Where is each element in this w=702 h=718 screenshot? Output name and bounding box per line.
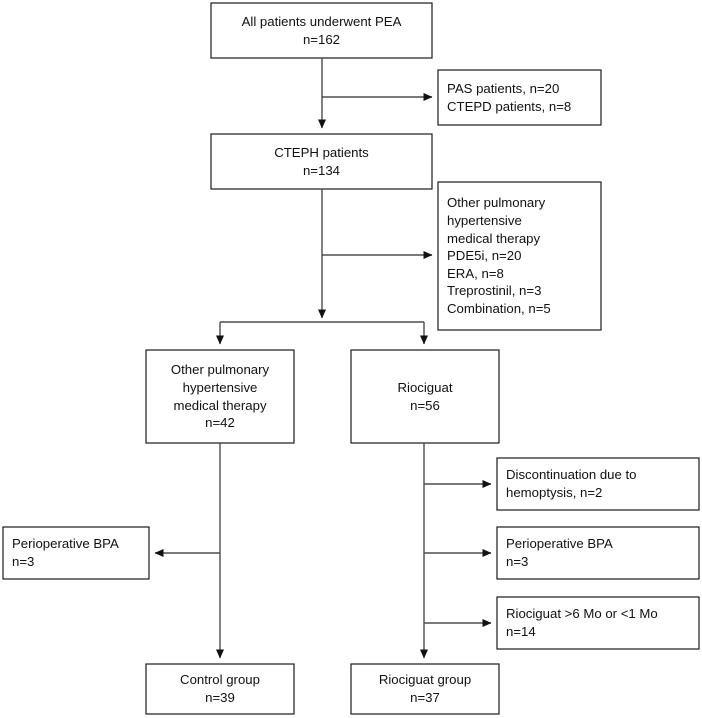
node-riociguat-duration-label: Riociguat >6 Mo or <1 Mo n=14 <box>506 606 658 639</box>
node-all-patients-box <box>210 2 433 59</box>
node-discontinuation-hemoptysis-box <box>496 457 700 511</box>
node-control-group-label: Control group n=39 <box>180 672 260 705</box>
node-perioperative-bpa-right-label: Perioperative BPA n=3 <box>506 536 613 569</box>
node-discontinuation-hemoptysis-label: Discontinuation due to hemoptysis, n=2 <box>506 467 637 500</box>
node-perioperative-bpa-left-box <box>2 526 150 580</box>
node-excluded-pas-ctepd-label: PAS patients, n=20 CTEPD patients, n=8 <box>447 80 572 114</box>
node-riociguat-group-box <box>350 349 500 444</box>
node-cteph-patients-box <box>210 133 433 190</box>
node-other-therapy-group-label: Other pulmonary hypertensive medical the… <box>170 362 270 431</box>
node-perioperative-bpa-right-box <box>496 526 700 580</box>
node-other-therapy-detail-box <box>437 181 602 331</box>
node-all-patients-label: All patients underwent PEA n=162 <box>241 13 402 47</box>
node-riociguat-duration-box <box>496 596 700 650</box>
node-other-therapy-group-box <box>145 349 295 444</box>
node-riociguat-final-group-box <box>350 663 500 715</box>
node-perioperative-bpa-left-label: Perioperative BPA n=3 <box>12 536 119 569</box>
node-excluded-pas-ctepd-box <box>437 69 602 126</box>
node-riociguat-final-group-label: Riociguat group n=37 <box>378 672 472 705</box>
node-control-group-box <box>145 663 295 715</box>
node-cteph-patients-label: CTEPH patients n=134 <box>274 144 369 178</box>
node-riociguat-group-label: Riociguat n=56 <box>397 379 453 413</box>
node-other-therapy-detail-label: Other pulmonary hypertensive medical the… <box>447 195 551 316</box>
